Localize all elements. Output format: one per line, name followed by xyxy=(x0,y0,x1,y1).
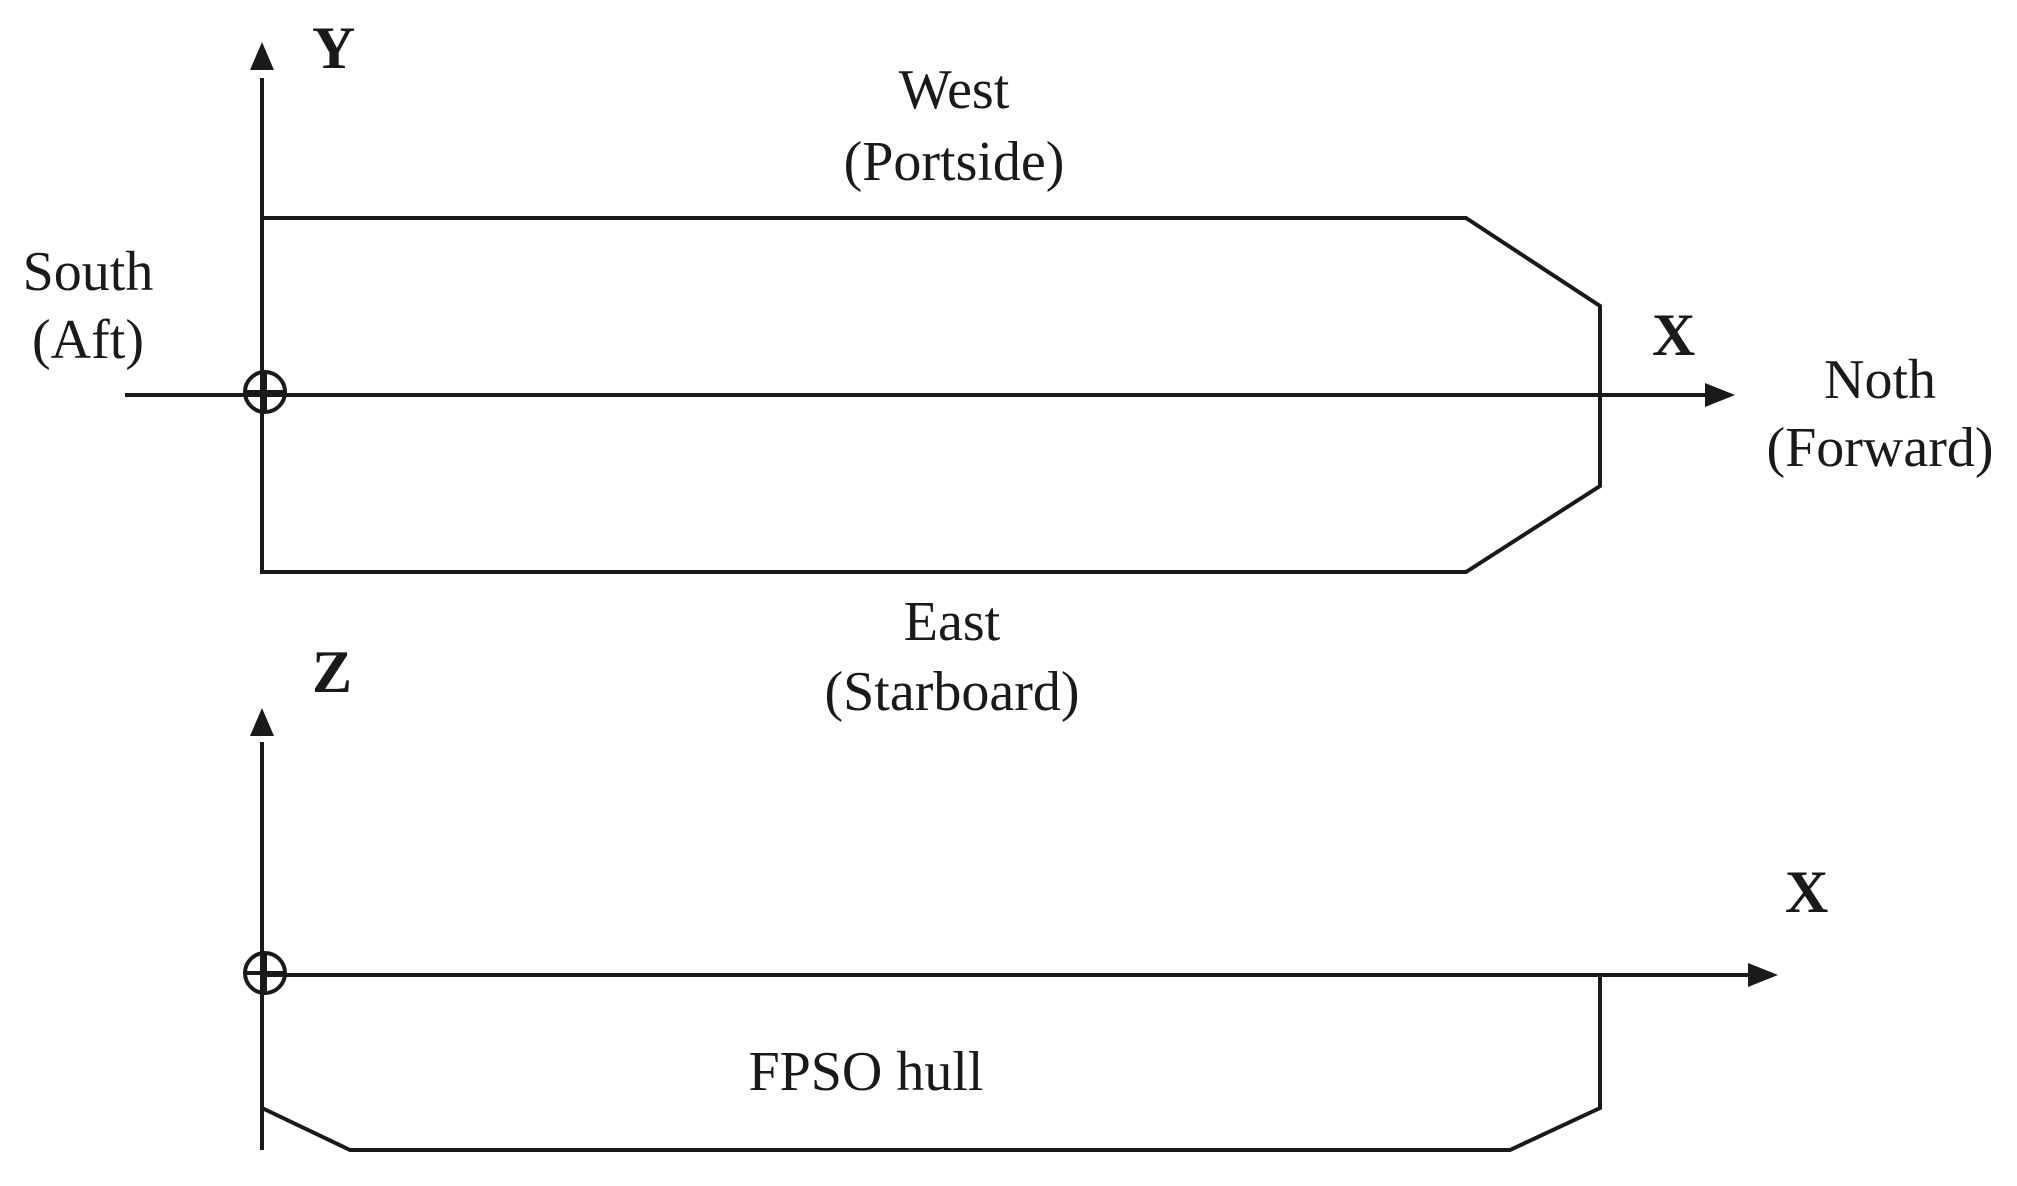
elevation-view: Z X FPSO hull xyxy=(243,639,1828,1152)
x-axis-elevation-arrowhead xyxy=(1748,963,1778,987)
portside-label: (Portside) xyxy=(844,131,1065,193)
z-axis-label: Z xyxy=(312,639,352,705)
origin-symbol-elevation xyxy=(243,951,287,995)
fpso-hull-label: FPSO hull xyxy=(749,1041,984,1103)
z-axis-arrowhead xyxy=(250,708,274,736)
origin-symbol-plan xyxy=(243,370,287,414)
forward-label: (Forward) xyxy=(1766,417,1993,479)
x-axis-label-plan: X xyxy=(1652,302,1695,368)
elevation-hull-outline xyxy=(261,975,1602,1152)
plan-view: Y X West (Portside) South (Aft) Noth (Fo… xyxy=(23,15,1994,723)
starboard-label: (Starboard) xyxy=(824,661,1079,723)
y-axis-label: Y xyxy=(312,15,355,81)
west-label: West xyxy=(899,59,1010,121)
x-axis-label-elevation: X xyxy=(1785,859,1828,925)
x-axis-plan-arrowhead xyxy=(1705,383,1735,407)
y-axis-arrowhead xyxy=(250,42,274,70)
north-label: Noth xyxy=(1824,349,1936,411)
south-label: South xyxy=(23,241,154,303)
aft-label: (Aft) xyxy=(32,309,144,371)
east-label: East xyxy=(904,591,1001,653)
